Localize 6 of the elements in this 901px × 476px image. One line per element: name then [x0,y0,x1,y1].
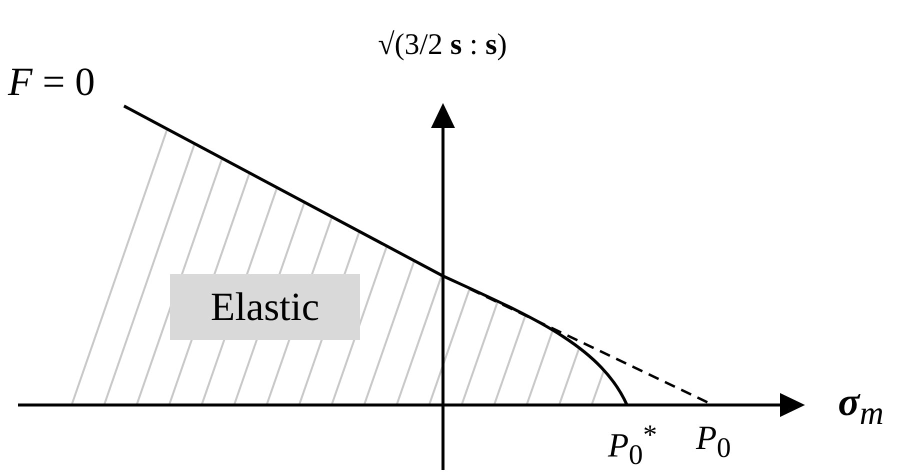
point-label: P$_{0}$ [696,422,731,464]
region-label: Elastic [210,287,320,327]
x-axis-label: σ$_{m}$ [838,382,884,430]
y-axis-label: √(3/2 s : s) [378,30,508,60]
yield-equation-label: F = 0 [8,62,95,102]
region-label-box [170,274,360,340]
